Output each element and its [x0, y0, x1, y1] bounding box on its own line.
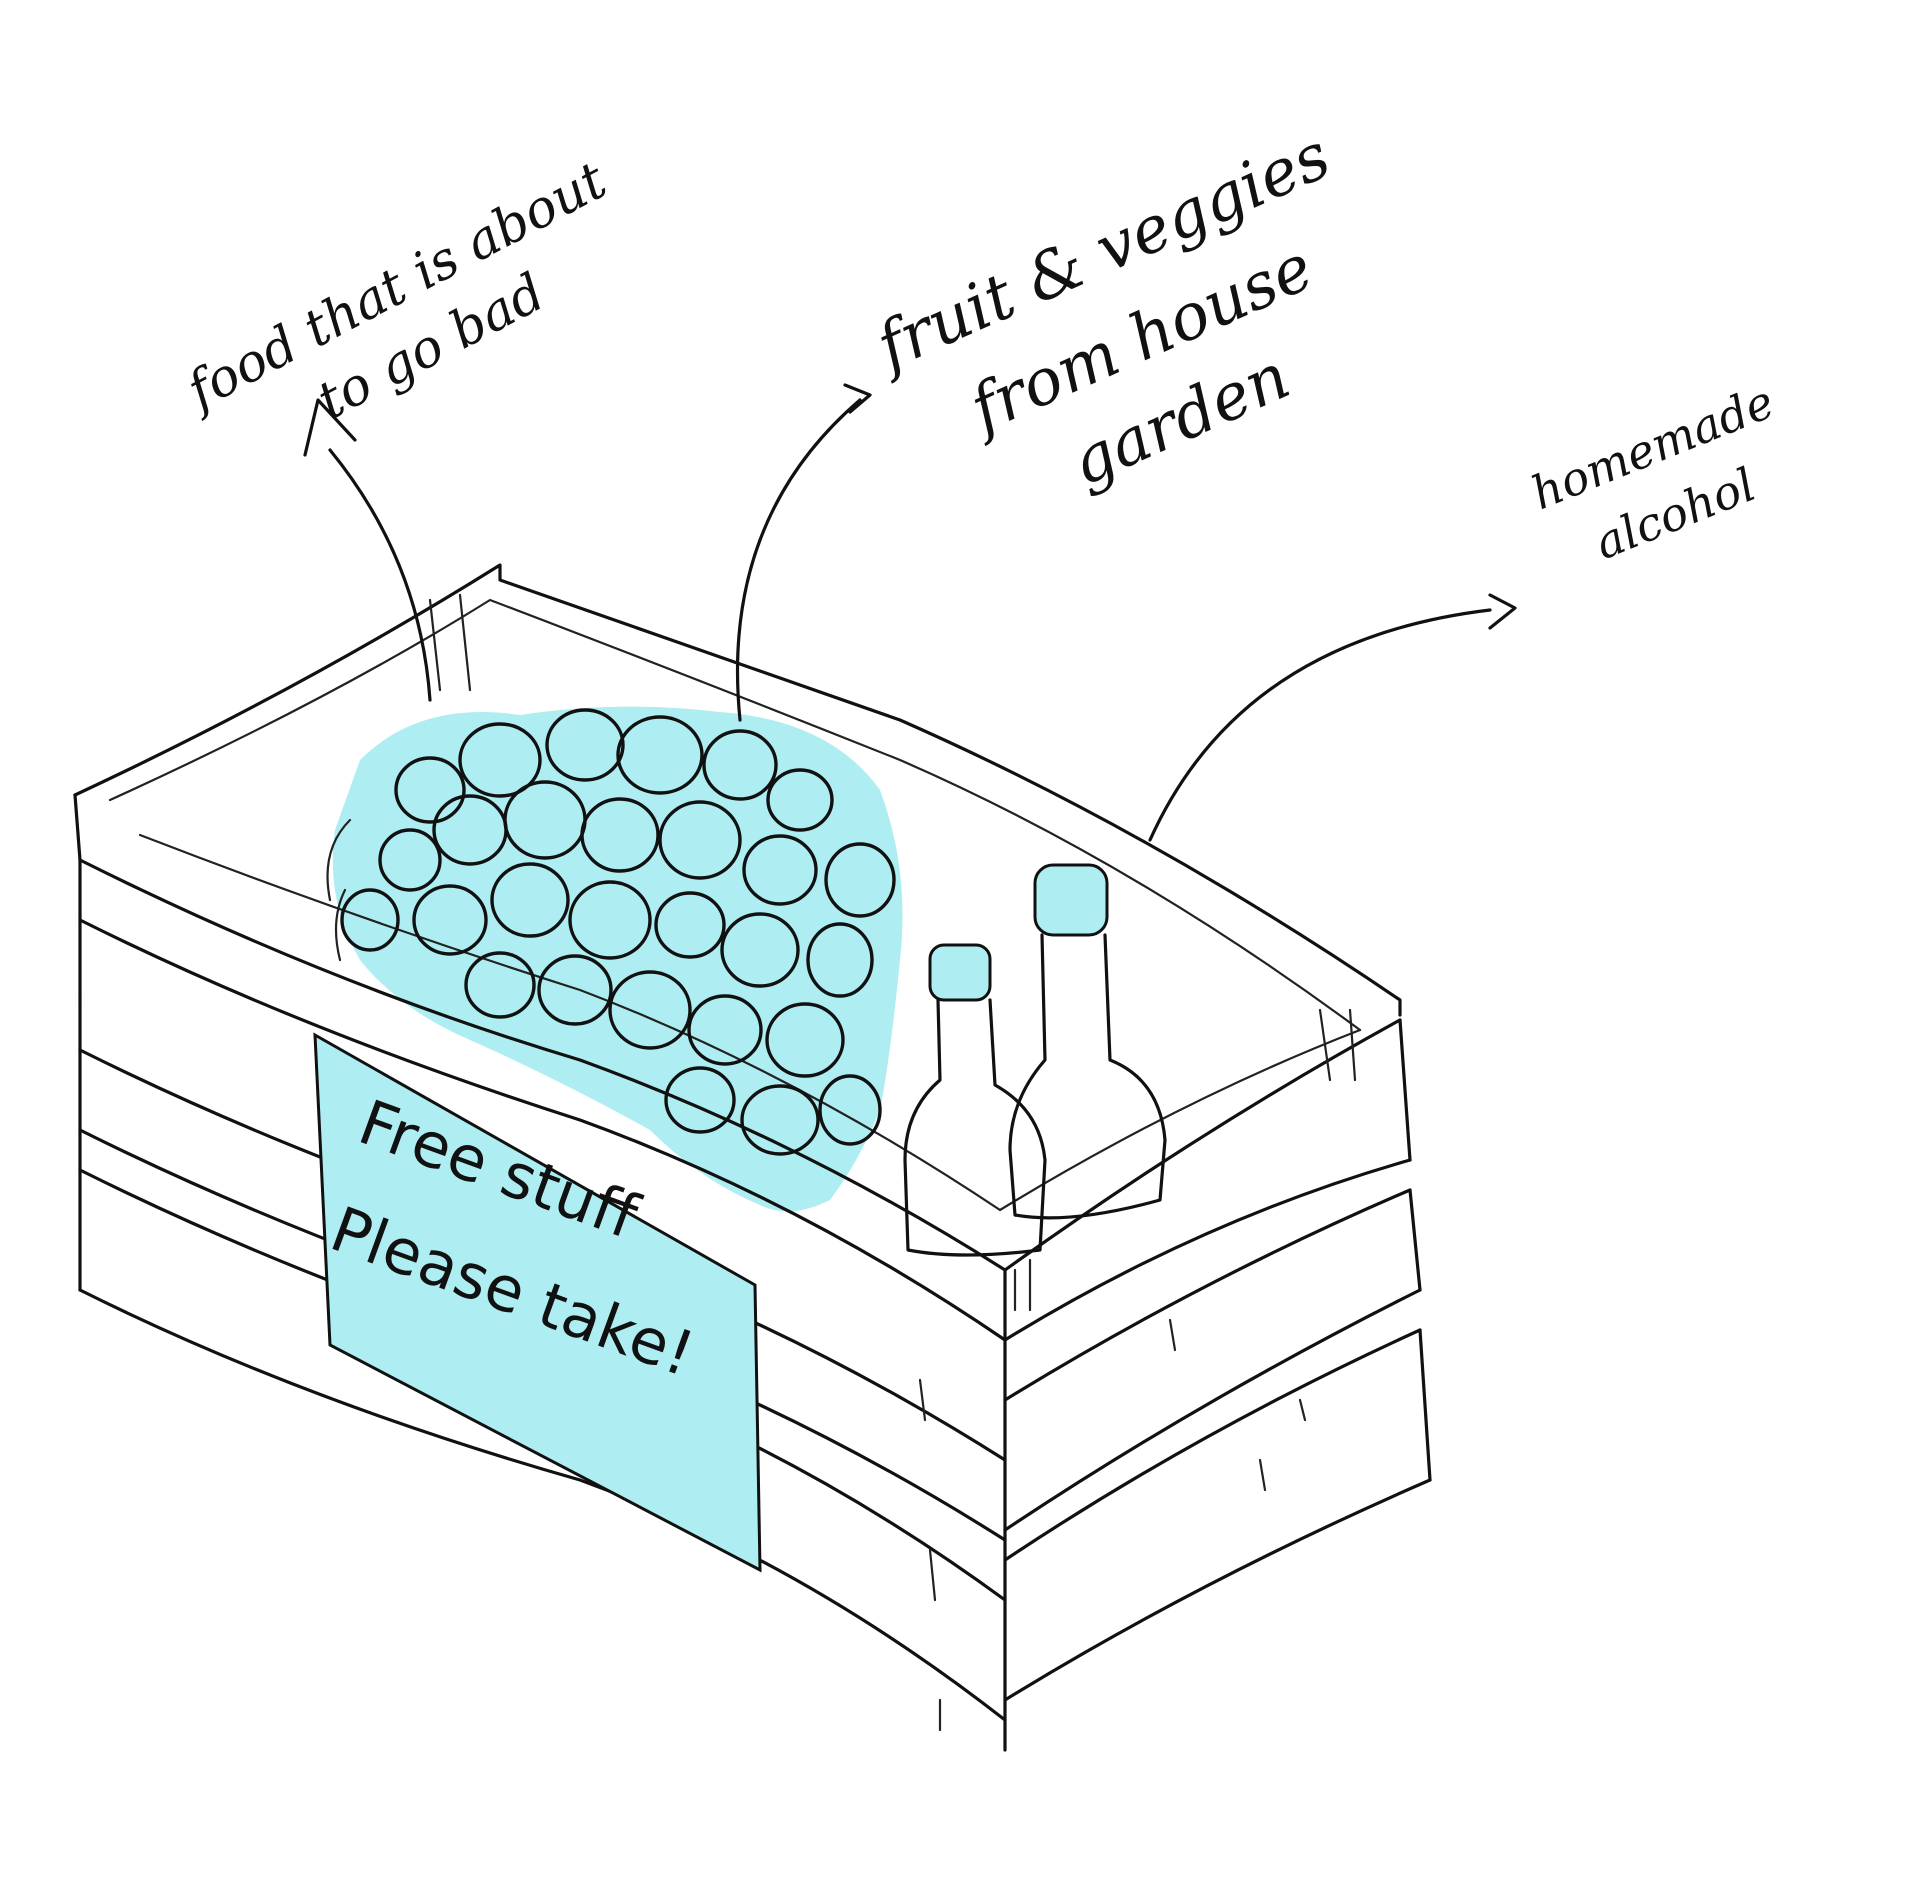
arrow-food-bad [303, 398, 432, 702]
arrow-fruit-veggies [735, 383, 872, 722]
bottle-small [903, 943, 1047, 1257]
free-stuff-sign [313, 1032, 762, 1573]
crate-top-rim [73, 563, 1402, 1312]
bottle-large [1008, 863, 1167, 1220]
produce-pile [326, 708, 896, 1156]
crate-side-slats [1003, 1018, 1432, 1702]
crate-front-slats [78, 858, 1007, 1752]
arrow-homemade-alcohol [1148, 593, 1517, 842]
